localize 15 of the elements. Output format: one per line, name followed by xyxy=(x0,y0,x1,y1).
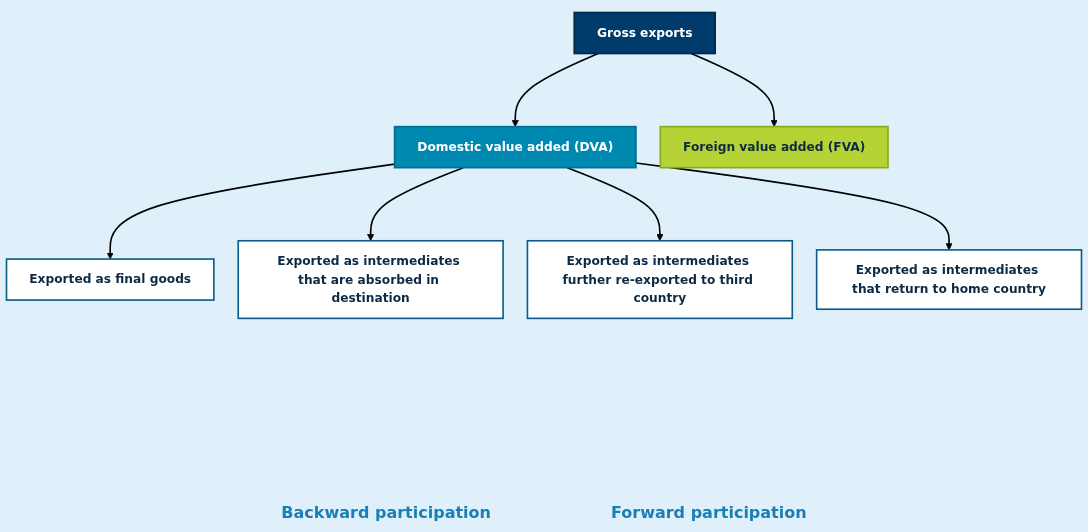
node-box: Exported as intermediates that return to home country xyxy=(815,249,1083,311)
bracket-label: Backward participation xyxy=(281,503,491,522)
arrow xyxy=(367,166,465,242)
arrow xyxy=(106,163,396,260)
node-box: Domestic value added (DVA) xyxy=(393,125,637,169)
arrow xyxy=(566,166,664,242)
node-box: Exported as intermediates further re-exported to third country xyxy=(526,239,794,320)
arrow xyxy=(511,52,599,127)
node-box: Exported as final goods xyxy=(5,258,215,301)
arrow xyxy=(690,52,778,127)
node-box: Exported as intermediates that are absorbed in destination xyxy=(237,239,504,320)
arrow xyxy=(635,162,953,251)
node-box: Gross exports xyxy=(573,11,716,55)
node-box: Foreign value added (FVA) xyxy=(659,125,889,169)
bracket-label: Forward participation xyxy=(610,503,807,522)
